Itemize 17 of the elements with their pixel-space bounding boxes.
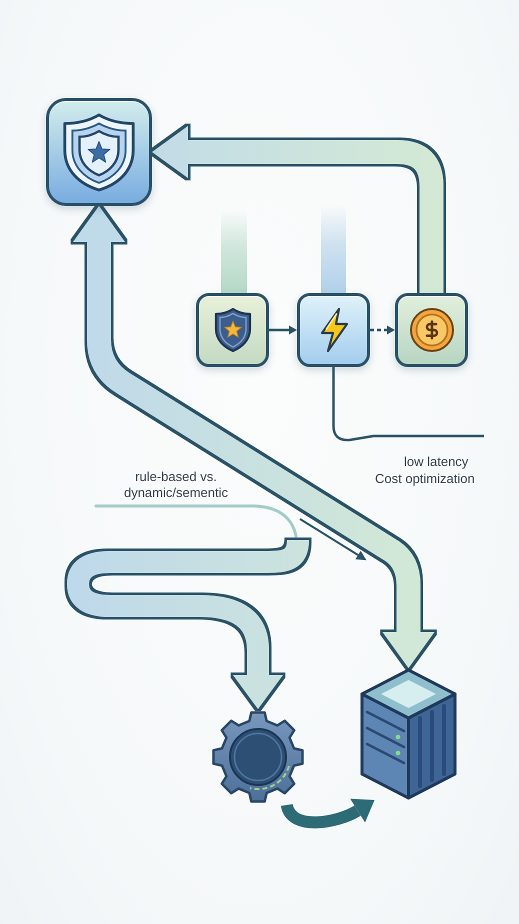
icon-tile [196,293,269,367]
annotation-text: rule-based vs. dynamic/sementic [122,469,230,501]
fading-bar [321,205,346,293]
annotation-text: low latency [404,454,468,470]
flow-arrow [281,798,376,828]
annotation-text: Cost optimization [375,471,475,487]
arrow [370,326,395,334]
icon-tile [297,293,370,367]
icon-tile [395,293,468,367]
icon-tile [46,98,152,206]
fading-bar [221,210,247,293]
connector-line [332,367,484,442]
server-icon [360,668,457,800]
flow-arrow [67,539,309,709]
gear-icon [210,709,306,805]
arrow [269,326,297,334]
flow-arrow [73,206,434,668]
